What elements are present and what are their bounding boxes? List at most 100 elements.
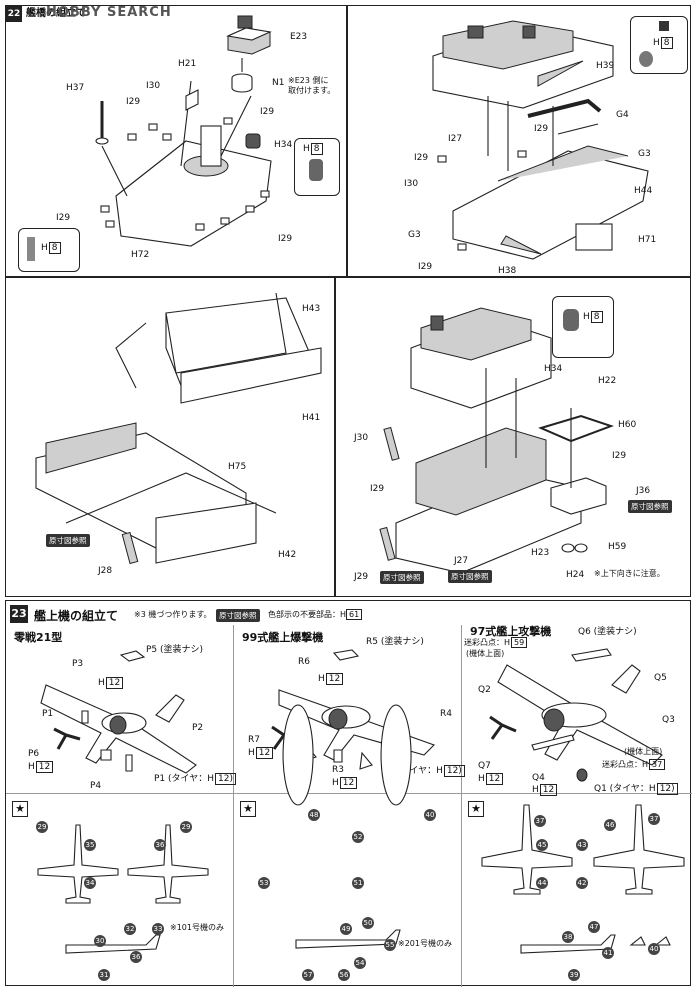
part-i29-d: I29 [278,234,293,244]
part-h43: H43 [302,304,321,314]
part-i29-f: I29 [414,153,429,163]
h8-part-icon [563,309,579,331]
zero-part-p3: P3 [72,659,84,669]
decal-kate: 38 [562,931,574,943]
decal-zero: 30 [94,935,106,947]
part-i29-i: I29 [612,451,627,461]
zero-part-p4: P4 [90,781,102,791]
decal-kate: 45 [536,839,548,851]
note-orientation: ※上下向きに注意。 [594,569,665,578]
part-i29-g: I29 [418,262,433,272]
zero-exploded-drawing [40,650,197,774]
part-h34: H34 [274,140,293,150]
part-i29-a: I29 [126,97,141,107]
ref-actual-size-3: 原寸図参照 [380,571,424,584]
note-e23: ※E23 側に 取付けます。 [288,76,336,95]
step-number-23: 23 [10,605,28,623]
decal-zero: 31 [98,969,110,981]
part-j27: J27 [454,556,469,566]
part-h60: H60 [618,420,637,430]
hull-sides-drawing [35,292,322,565]
zero-part-p1: P1 [42,709,54,719]
decal-val: 57 [302,969,314,981]
zero-part-p5: P5 (塗装ナシ) [146,645,204,655]
part-h72: H72 [131,250,150,260]
part-h39: H39 [596,61,615,71]
divider [6,793,692,794]
panel-bridge-upper: G3 H8 H39 G4 I27 I29 I29 I30 G3 H44 H71 … [347,5,691,277]
part-j30: J30 [354,433,369,443]
val-part-r7: R7 [248,735,260,745]
zero-part-p2: P2 [192,723,204,733]
decal-zero: 32 [124,923,136,935]
divider [233,625,234,987]
part-h24: H24 [566,570,585,580]
part-j29: J29 [354,572,369,582]
decal-kate: 39 [568,969,580,981]
note-make-three: ※3 機づつ作ります。 [134,610,212,619]
g3-icon [659,21,669,31]
decal-val: 51 [352,877,364,889]
kate-part-q4: Q4 [532,773,545,783]
kate-part-q5: Q5 [654,673,667,683]
h8-part-icon [309,159,323,181]
ref-actual-size-1: 原寸図参照 [628,500,672,513]
kate-camo-1-sub: (機体上面) [466,649,505,658]
part-h37: H37 [66,83,85,93]
decal-zero: 36 [154,839,166,851]
part-h38: H38 [498,266,517,276]
zero-part-p6: P6 [28,749,40,759]
decal-val: 50 [362,917,374,929]
step-23-title: 艦上機の組立て [34,609,119,623]
decal-zero: 29 [36,821,48,833]
kate-part-q2: Q2 [478,685,491,695]
kate-title: 97式艦上攻撃機 [470,625,552,638]
panel-hull-sides: H43 H41 H75 H42 J28 原寸図参照 [5,277,335,597]
part-h41: H41 [302,413,321,423]
part-i30-b: I30 [404,179,419,189]
h8-part-icon [27,237,35,261]
part-g3-b: G3 [638,149,651,159]
marking-plan-views [37,704,685,954]
part-i30: I30 [146,81,161,91]
part-h22: H22 [598,376,617,386]
part-i27: I27 [448,134,463,144]
part-g4: G4 [616,110,629,120]
val-note-201: ※201号機のみ [398,939,452,948]
divider [461,625,462,987]
decal-val: 52 [352,831,364,843]
step-number-22: 22 [6,6,22,22]
decal-zero: 35 [84,839,96,851]
part-e23: E23 [290,32,308,42]
decal-kate: 42 [576,877,588,889]
decal-zero: 33 [152,923,164,935]
watermark: HOBBY SEARCH [46,5,172,20]
decal-kate: 40 [648,943,660,955]
decal-kate: 44 [536,877,548,889]
bridge-upper-drawing [432,20,649,260]
ref-actual-size-23: 原寸図参照 [216,609,260,622]
part-n1: N1 [272,78,285,88]
zero-note-101: ※101号機のみ [170,923,224,932]
decal-zero: 29 [180,821,192,833]
zero-title: 零戦21型 [14,631,63,644]
